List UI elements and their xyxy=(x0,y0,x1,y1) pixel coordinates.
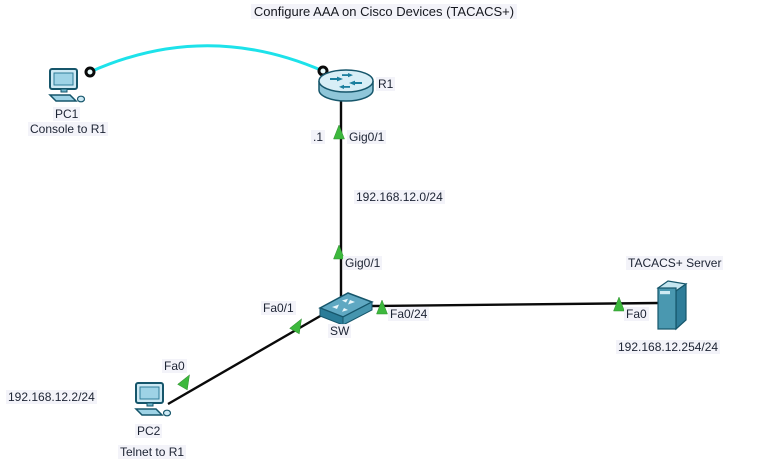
link-status-arrow-server xyxy=(613,296,625,312)
network-label: 192.168.12.0/24 xyxy=(354,190,445,204)
link-status-arrow-pc2 xyxy=(177,374,190,391)
tacacs-server-icon[interactable] xyxy=(653,278,691,332)
pc2-ip-label: 192.168.12.2/24 xyxy=(6,390,97,404)
link-status-arrow-sw-fa024 xyxy=(376,299,388,315)
server-name-label: TACACS+ Server xyxy=(626,256,724,270)
pc2-note-label: Telnet to R1 xyxy=(118,445,187,459)
console-connector-pc1 xyxy=(84,66,96,78)
pc1-name-label: PC1 xyxy=(53,107,81,121)
pc1-icon[interactable] xyxy=(48,68,88,106)
server-slot-glyph xyxy=(660,291,670,295)
sw-gig01-port-label: Gig0/1 xyxy=(343,256,383,270)
topology-title: Configure AAA on Cisco Devices (TACACS+) xyxy=(250,4,518,19)
server-ip-label: 192.168.12.254/24 xyxy=(616,340,721,354)
router-arrows-glyph xyxy=(330,73,362,89)
console-cable-pc1-r1[interactable] xyxy=(89,44,324,74)
pc2-fa0-port-label: Fa0 xyxy=(162,359,187,373)
pc1-note-label: Console to R1 xyxy=(28,122,109,136)
link-status-arrow-sw-fa01 xyxy=(289,318,302,335)
r1-router-icon[interactable] xyxy=(317,68,375,104)
sw-switch-icon[interactable] xyxy=(315,290,377,326)
link-status-arrow-r1 xyxy=(333,124,345,140)
ethernet-cable-sw-server[interactable] xyxy=(371,301,660,308)
pc2-name-label: PC2 xyxy=(135,424,163,438)
r1-ip-octet-label: .1 xyxy=(311,130,326,144)
link-status-arrow-sw-gig xyxy=(333,244,345,260)
r1-gig01-port-label: Gig0/1 xyxy=(347,130,387,144)
sw-fa01-port-label: Fa0/1 xyxy=(261,301,296,315)
server-fa0-port-label: Fa0 xyxy=(624,307,649,321)
sw-name-label: SW xyxy=(328,324,352,338)
pc2-icon[interactable] xyxy=(134,382,174,420)
sw-fa024-port-label: Fa0/24 xyxy=(388,307,430,321)
r1-name-label: R1 xyxy=(376,77,396,91)
